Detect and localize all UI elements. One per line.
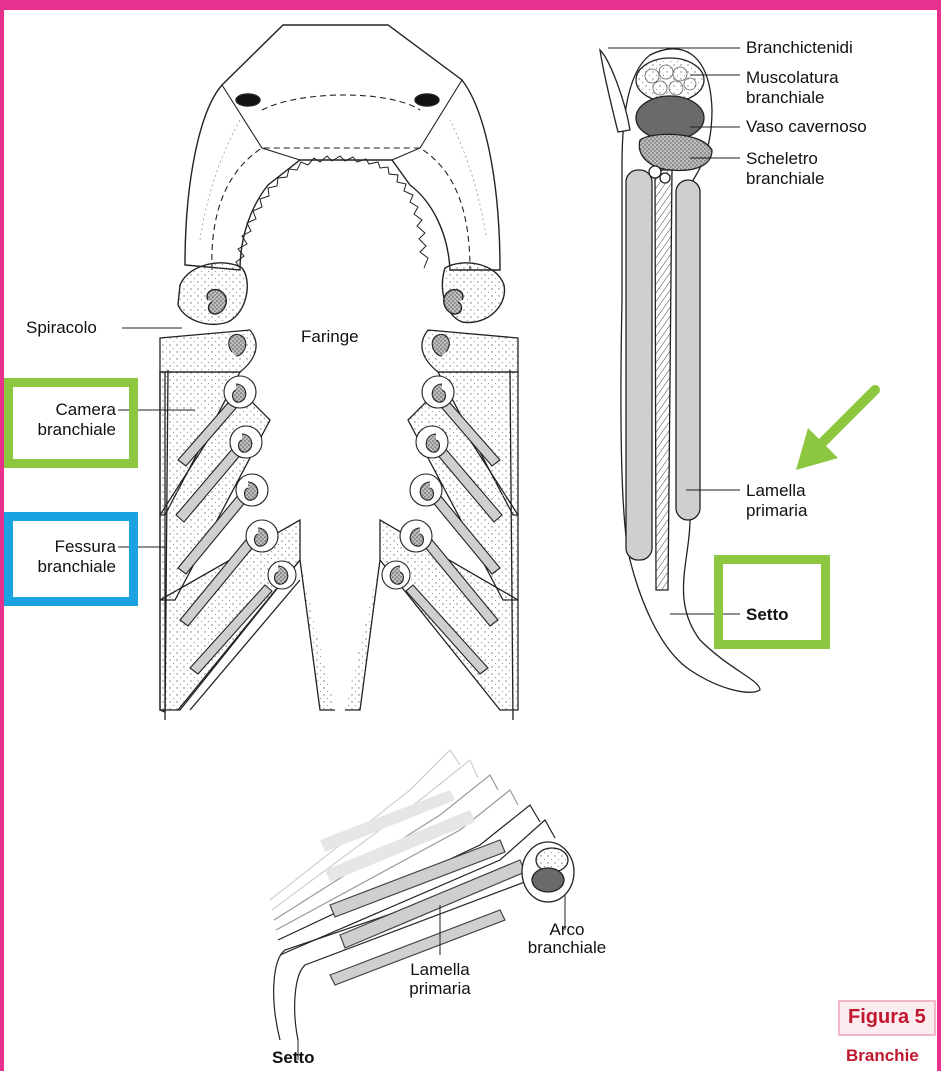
arrow-icon (796, 390, 875, 470)
label-fessura-1: Fessura (10, 537, 116, 557)
label-scheletro-1: Scheletro (746, 149, 818, 169)
shark-head (178, 25, 505, 324)
label-lamella-bottom-1: Lamella (398, 960, 482, 980)
label-camera-1: Camera (10, 400, 116, 420)
highlight-box-setto (714, 555, 830, 649)
label-muscolatura-2: branchiale (746, 88, 824, 108)
label-muscolatura-1: Muscolatura (746, 68, 839, 88)
label-lamella-1: Lamella (746, 481, 806, 501)
label-setto-bottom: Setto (272, 1048, 315, 1068)
figure-title: Branchie (846, 1046, 919, 1066)
label-faringe: Faringe (301, 327, 359, 347)
label-lamella-2: primaria (746, 501, 807, 521)
label-lamella-bottom-2: primaria (398, 979, 482, 999)
label-camera-2: branchiale (10, 420, 116, 440)
label-vaso-cavernoso: Vaso cavernoso (746, 117, 867, 137)
label-scheletro-2: branchiale (746, 169, 824, 189)
label-spiracolo: Spiracolo (26, 318, 97, 338)
label-fessura-2: branchiale (10, 557, 116, 577)
label-branchictenidi: Branchictenidi (746, 38, 853, 58)
label-arco-2: branchiale (518, 938, 616, 958)
figure-number: Figura 5 (848, 1006, 926, 1029)
label-setto-right: Setto (746, 605, 789, 625)
label-arco-1: Arco (538, 920, 596, 940)
